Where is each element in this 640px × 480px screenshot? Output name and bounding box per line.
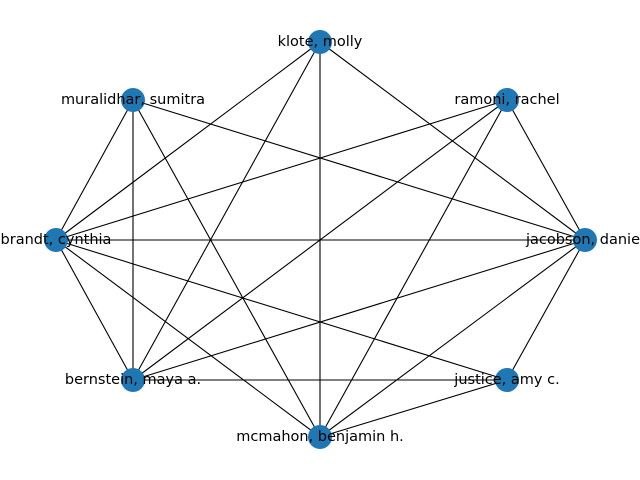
node-justice — [495, 368, 519, 392]
edge-klote-brandt — [55, 41, 321, 241]
node-jacobson — [573, 228, 597, 252]
node-label-muralidhar: muralidhar, sumitra — [61, 92, 205, 108]
node-muralidhar — [121, 88, 145, 112]
edge-jacobson-muralidhar — [132, 99, 586, 241]
edge-ramoni-mcmahon — [319, 99, 508, 438]
edge-ramoni-brandt — [55, 99, 508, 241]
node-klote — [308, 30, 332, 54]
edge-brandt-bernstein — [55, 239, 134, 381]
nodes-layer — [44, 30, 597, 449]
node-label-jacobson: jacobson, daniel — [525, 232, 640, 248]
node-label-justice: justice, amy c. — [453, 372, 559, 388]
edge-klote-bernstein — [132, 41, 321, 381]
node-label-klote: klote, molly — [278, 34, 363, 50]
node-ramoni — [495, 88, 519, 112]
edge-brandt-mcmahon — [55, 239, 321, 438]
edge-mcmahon-justice — [319, 379, 508, 438]
node-brandt — [44, 228, 68, 252]
edge-muralidhar-mcmahon — [132, 99, 321, 438]
node-mcmahon — [308, 425, 332, 449]
edge-ramoni-jacobson — [506, 99, 586, 241]
edge-muralidhar-brandt — [55, 99, 134, 241]
labels-layer: klote, molly ramoni, rachel jacobson, dani… — [1, 34, 640, 445]
node-label-mcmahon: mcmahon, benjamin h. — [236, 429, 404, 445]
edges-layer — [55, 41, 586, 438]
edge-jacobson-bernstein — [132, 239, 586, 381]
edge-jacobson-mcmahon — [319, 239, 586, 438]
node-label-brandt: brandt, cynthia — [1, 232, 112, 248]
node-label-bernstein: bernstein, maya a. — [65, 372, 201, 388]
edge-brandt-justice — [55, 239, 508, 381]
edge-jacobson-justice — [506, 239, 586, 381]
node-label-ramoni: ramoni, rachel — [454, 92, 559, 108]
node-bernstein — [121, 368, 145, 392]
